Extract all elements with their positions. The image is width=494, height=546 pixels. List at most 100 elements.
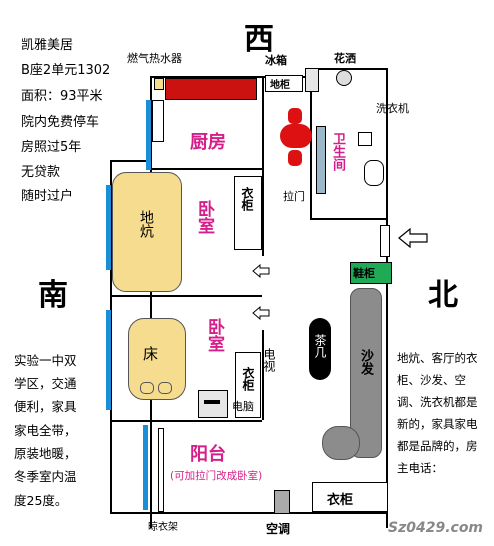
water-heater [165, 78, 257, 100]
info-line: 面积：93平米 [21, 89, 103, 104]
arrow-icon [252, 263, 270, 282]
shower-head [336, 70, 352, 86]
arrow-icon [252, 305, 270, 324]
note-line: 家电全带， [14, 423, 77, 438]
air-conditioner [274, 490, 290, 514]
chair [288, 150, 302, 166]
wardrobe3: 衣柜 [312, 482, 388, 512]
room-kitchen: 厨房 [190, 132, 226, 153]
window-bedroom1 [106, 185, 111, 270]
wall-bedroom2-east [262, 330, 264, 420]
note-line: 冬季室内温 [14, 469, 77, 484]
outer-wall-east [110, 512, 388, 514]
entry-door [380, 225, 390, 257]
fridge [305, 68, 319, 92]
floor-cabinet-label: 地柜 [270, 80, 290, 91]
floor-cabinet: 地柜 [265, 75, 303, 92]
water-heater-label: 燃气热水器 [127, 52, 182, 65]
info-line: 房照过5年 [21, 140, 82, 155]
sliding-door [316, 126, 326, 194]
note-line: 实验一中双 [14, 353, 77, 368]
note-line: 主电话： [397, 461, 443, 475]
wall-bath-south [310, 218, 388, 220]
pillow [140, 382, 154, 394]
wall-bath-west [310, 68, 312, 218]
info-line: 院内免费停车 [21, 115, 100, 130]
info-line: 凯雅美居 [21, 38, 74, 53]
tea-table-label: 茶几 [313, 334, 327, 358]
note-line: 地炕、客厅的衣 [397, 351, 478, 365]
note-line: 新的，家具家电 [397, 417, 478, 431]
wardrobe2: 衣柜 [235, 352, 261, 418]
window-balcony [143, 425, 148, 510]
balcony-note: (可加拉门改成卧室) [170, 470, 263, 482]
computer-label: 电脑 [232, 400, 254, 413]
note-line: 度25度。 [14, 493, 68, 508]
bedroom2-label: 卧室 [204, 318, 224, 352]
compass-north: 北 [428, 278, 458, 313]
tea-table: 茶几 [309, 318, 331, 380]
outer-wall-west [150, 76, 310, 78]
wall-kitchen-east [262, 76, 264, 256]
sofa-end [322, 426, 360, 460]
bedroom-outer-wall [110, 160, 112, 512]
bedroom-top-wall [110, 160, 152, 162]
kang [112, 172, 182, 292]
sliding-door-label: 拉门 [283, 190, 305, 203]
kitchen-door [152, 100, 164, 142]
outer-wall-south [150, 76, 152, 528]
compass-south: 南 [38, 278, 68, 313]
note-line: 都是品牌的，房 [397, 439, 478, 453]
note-line: 调、洗衣机都是 [397, 395, 478, 409]
washer [358, 132, 372, 146]
bathroom-label: 卫生间 [330, 132, 345, 171]
note-line: 便利，家具 [14, 399, 77, 414]
shoe-cabinet: 鞋柜 [350, 262, 392, 284]
shower-label: 花洒 [334, 52, 356, 65]
note-line: 柜、沙发、空 [397, 373, 466, 387]
bed-label: 床 [143, 345, 159, 363]
wall-kitchen-south [150, 168, 262, 170]
wardrobe1: 衣柜 [234, 176, 262, 250]
room-bedroom2: 卧室 [204, 318, 224, 378]
wall-balcony-divider [110, 420, 262, 422]
pillow [158, 382, 172, 394]
toilet [364, 160, 384, 186]
compass-west: 西 [244, 22, 274, 57]
kang-label: 地炕 [138, 210, 154, 238]
watermark: Sz0429.com [388, 520, 484, 536]
heater-tank [154, 78, 164, 90]
shoe-cabinet-label: 鞋柜 [353, 267, 375, 280]
wall-bedroom-divider [110, 295, 262, 297]
info-line: 无贷款 [21, 165, 61, 180]
outer-wall-north [386, 68, 388, 528]
drying-rack-label: 晾衣架 [148, 522, 178, 533]
air-conditioner-label: 空调 [266, 522, 291, 536]
washer-label: 洗衣机 [376, 102, 409, 115]
outer-wall-west-bath [310, 68, 386, 70]
keyboard [204, 400, 220, 404]
tv-label: 电视 [262, 348, 276, 372]
room-bedroom1: 卧室 [194, 200, 214, 260]
sofa: 沙发 [350, 288, 382, 458]
bed: 床 [128, 318, 186, 400]
tv-label-wrap: 电视 [262, 348, 276, 388]
fridge-label: 冰箱 [265, 54, 287, 67]
note-line: 学区，交通 [14, 376, 77, 391]
room-bathroom: 卫生间 [330, 132, 345, 192]
entry-arrow-icon [398, 227, 428, 252]
note-line: 原装地暖， [14, 446, 77, 461]
room-balcony: 阳台 [190, 444, 226, 465]
dining-table [280, 124, 312, 148]
info-line: B座2单元1302 [21, 63, 111, 78]
drying-rack [158, 428, 164, 512]
chair [288, 108, 302, 124]
window-kitchen [146, 100, 151, 170]
kang-label-wrap: 地炕 [138, 210, 154, 250]
computer-desk [198, 390, 228, 418]
info-line: 随时过户 [21, 189, 74, 204]
window-bedroom2 [106, 310, 111, 410]
wardrobe2-label: 衣柜 [241, 367, 255, 391]
wardrobe3-label: 衣柜 [327, 493, 354, 508]
wardrobe1-label: 衣柜 [240, 187, 254, 211]
